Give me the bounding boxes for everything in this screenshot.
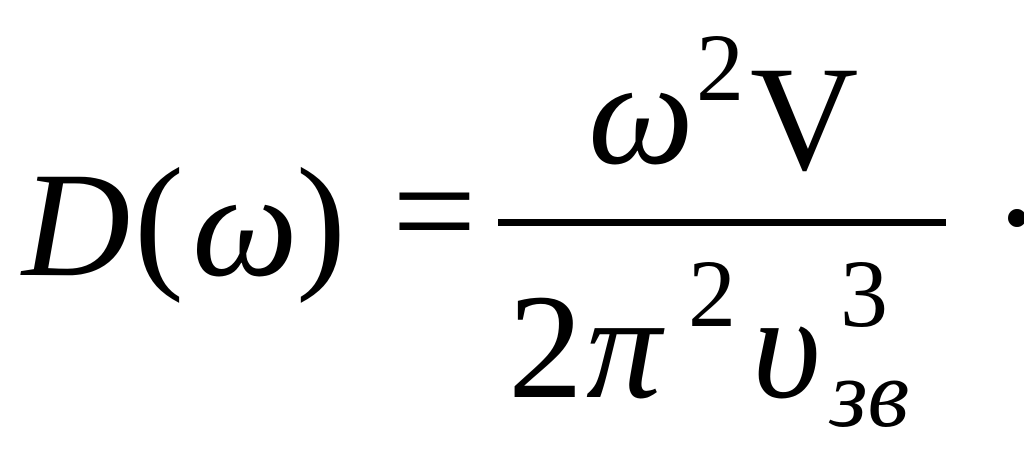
denominator-pi: π	[586, 264, 662, 430]
equals-sign: =	[392, 128, 477, 294]
denominator-velocity-subscript: зв	[830, 340, 910, 447]
denominator-velocity-exponent: 3	[840, 240, 888, 347]
close-paren: )	[296, 138, 346, 304]
trailing-dot-mark	[1008, 209, 1024, 227]
fraction-bar	[498, 219, 946, 226]
function-symbol-d: D	[22, 142, 131, 308]
open-paren: (	[134, 138, 184, 304]
numerator-exponent: 2	[696, 14, 744, 121]
numerator-volume: V	[750, 36, 859, 202]
numerator-omega: ω	[588, 30, 694, 196]
denominator-velocity: υ	[752, 264, 821, 430]
argument-omega: ω	[192, 142, 298, 308]
denominator-pi-exponent: 2	[688, 240, 736, 347]
denominator-coefficient: 2	[508, 264, 583, 430]
